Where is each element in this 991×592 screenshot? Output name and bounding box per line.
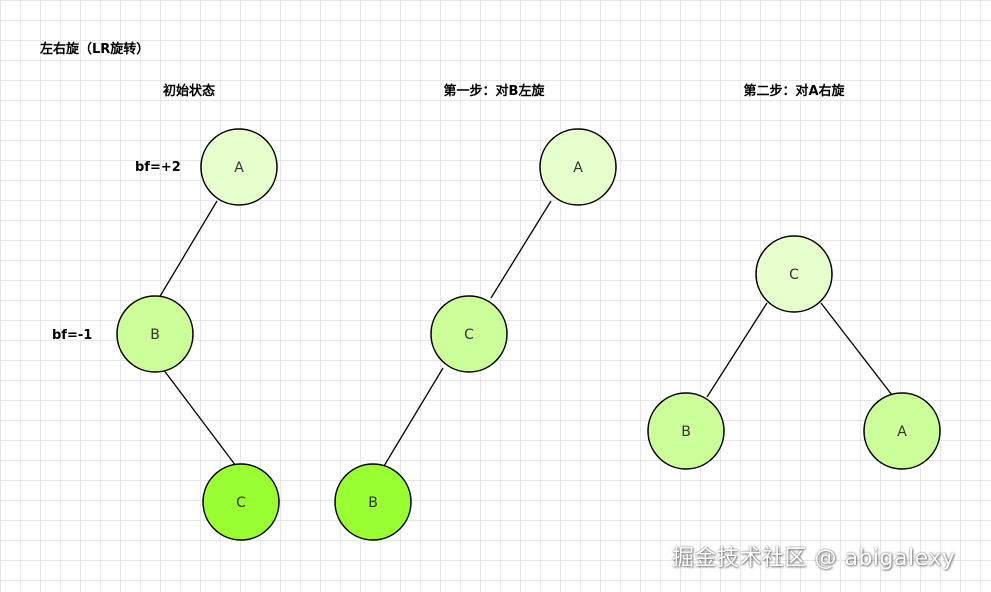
node-label: C bbox=[236, 495, 246, 511]
edge-c-a bbox=[820, 302, 893, 396]
tree-node: C bbox=[202, 463, 280, 541]
node-circle bbox=[200, 128, 278, 206]
node-label: A bbox=[234, 160, 244, 176]
node-label: A bbox=[897, 424, 907, 440]
edge-a-b bbox=[158, 200, 218, 299]
node-circle bbox=[863, 392, 941, 470]
diagram-title: 左右旋（LR旋转） bbox=[40, 41, 149, 57]
tree-node: C bbox=[755, 235, 833, 313]
panel-initial-state: 初始状态 bf=+2 bf=-1 A B C bbox=[52, 83, 280, 541]
node-label: B bbox=[681, 424, 691, 440]
node-label: B bbox=[150, 327, 160, 343]
node-circle bbox=[755, 235, 833, 313]
panel-heading-initial: 初始状态 bbox=[163, 83, 215, 99]
node-circle bbox=[539, 128, 617, 206]
tree-node: A bbox=[863, 392, 941, 470]
tree-node: C bbox=[430, 295, 508, 373]
panel-heading-step-one: 第一步：对B左旋 bbox=[444, 83, 546, 99]
tree-node: B bbox=[334, 463, 412, 541]
node-label: B bbox=[368, 495, 378, 511]
node-circle bbox=[116, 295, 194, 373]
node-circle bbox=[647, 392, 725, 470]
edge-c-b bbox=[706, 302, 768, 398]
panel-step-two: 第二步：对A右旋 C B A bbox=[647, 83, 941, 470]
balance-factor-b: bf=-1 bbox=[52, 328, 92, 343]
node-label: A bbox=[573, 160, 583, 176]
tree-node: B bbox=[647, 392, 725, 470]
tree-node: A bbox=[539, 128, 617, 206]
tree-node: B bbox=[116, 295, 194, 373]
node-circle bbox=[334, 463, 412, 541]
panel-step-one: 第一步：对B左旋 A C B bbox=[334, 83, 617, 541]
balance-factor-a: bf=+2 bbox=[135, 160, 181, 175]
node-label: C bbox=[789, 267, 799, 283]
node-circle bbox=[202, 463, 280, 541]
edge-a-c bbox=[490, 200, 552, 299]
node-label: C bbox=[464, 327, 474, 343]
edge-c-b bbox=[383, 367, 444, 467]
watermark: 掘金技术社区 @ abigalexy bbox=[672, 546, 956, 571]
panel-heading-step-two: 第二步：对A右旋 bbox=[743, 83, 845, 99]
tree-node: A bbox=[200, 128, 278, 206]
edge-b-c bbox=[162, 368, 237, 467]
node-circle bbox=[430, 295, 508, 373]
